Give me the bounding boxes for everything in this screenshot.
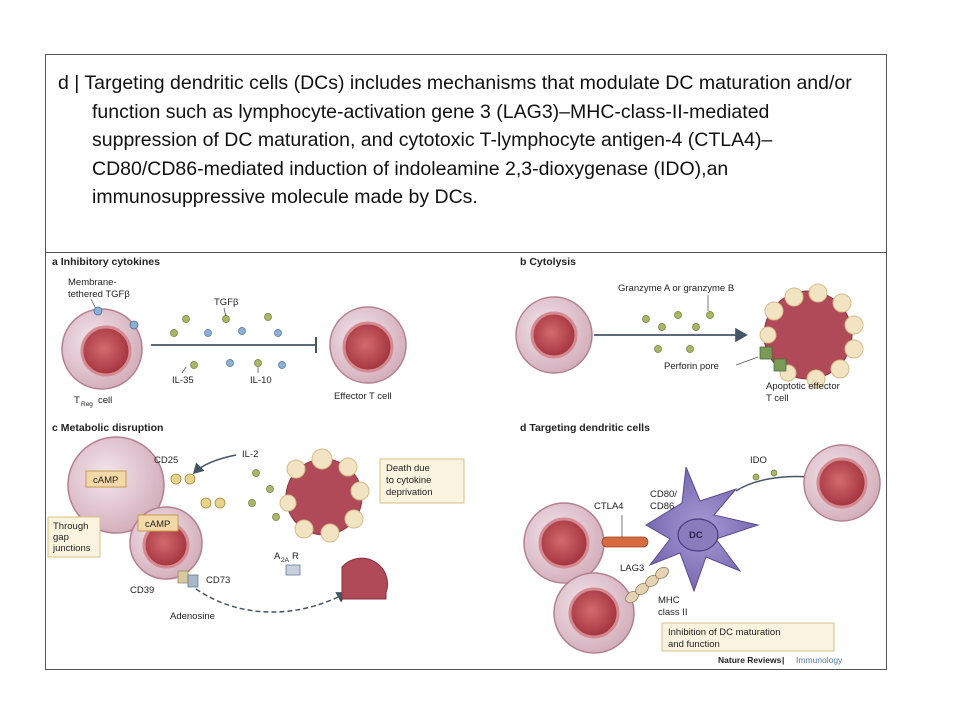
effector-cell-d [803, 444, 881, 522]
lag3-mhc [625, 566, 669, 604]
panel-d: d Targeting dendritic cells IDO DC [520, 422, 881, 654]
effector-label: Effector T cell [334, 391, 392, 402]
death-label-2: to cytokine [386, 475, 431, 486]
treg-subscript: Reg [81, 401, 93, 408]
effector-cell-c [285, 557, 389, 600]
dendritic-cell [645, 466, 760, 593]
effector-t-cell [329, 306, 407, 384]
inhibition-label-2: and function [668, 639, 720, 650]
panel-c: c Metabolic disruption cAMP cAMP CD25 [47, 422, 465, 622]
mhc-label-1: MHC [658, 595, 680, 606]
panel-a-title: a Inhibitory cytokines [52, 256, 160, 268]
il35-label: IL-35 [172, 375, 194, 386]
il2-dots [248, 469, 280, 521]
cd39-label: CD39 [130, 585, 154, 596]
cd80-label-1: CD80/ [650, 489, 677, 500]
footer-credit: Nature Reviews | Immunology [718, 655, 843, 665]
figure-panel: a Inhibitory cytokines Membrane- tethere… [46, 253, 886, 669]
footer-journal: Nature Reviews [718, 655, 782, 665]
through-label-3: junctions [52, 543, 91, 554]
panel-c-title: c Metabolic disruption [52, 422, 163, 434]
granzyme-label: Granzyme A or granzyme B [618, 283, 734, 294]
camp-label-1: cAMP [93, 475, 118, 486]
treg-cell-b [515, 296, 593, 374]
through-label-2: gap [53, 532, 69, 543]
footer-separator: | [782, 655, 784, 665]
lag3-label: LAG3 [620, 563, 644, 574]
perforin-label: Perforin pore [664, 361, 719, 372]
death-label-3: deprivation [386, 487, 432, 498]
camp-label-2: cAMP [145, 519, 170, 530]
death-box [379, 458, 465, 504]
a2ar-r-label: R [292, 551, 299, 562]
a2ar-subscript: 2A [281, 557, 290, 564]
mechanisms-diagram: a Inhibitory cytokines Membrane- tethere… [46, 256, 886, 665]
tgfb-dot [93, 306, 103, 316]
adenosine-path [195, 588, 348, 613]
treg-cell-d-top [523, 502, 605, 584]
cd25-label: CD25 [154, 455, 178, 466]
cd73-label: CD73 [206, 575, 230, 586]
inhibition-box [661, 622, 835, 652]
panel-b: b Cytolysis Granzyme A or granzyme B [515, 256, 864, 404]
ido-label: IDO [750, 455, 767, 466]
death-label-1: Death due [386, 463, 430, 474]
dying-cell-c [279, 448, 370, 543]
granzyme-dots [642, 311, 714, 353]
panel-a: a Inhibitory cytokines Membrane- tethere… [52, 256, 407, 408]
dc-label: DC [689, 530, 703, 541]
cd25-receptors [170, 473, 226, 509]
gap-junction-box [47, 516, 101, 558]
caption-text: d | Targeting dendritic cells (DCs) incl… [58, 72, 852, 208]
camp-box-2 [137, 514, 179, 532]
through-label-1: Through [53, 521, 88, 532]
il10-label: IL-10 [250, 375, 272, 386]
il2-label: IL-2 [242, 449, 258, 460]
treg-cell-label: cell [98, 395, 112, 406]
treg-cell [61, 306, 143, 390]
cd39-cd73 [177, 570, 199, 588]
ctla4-receptor [601, 536, 649, 548]
treg-cell-d-bottom [553, 572, 635, 654]
apoptotic-label-2: T cell [766, 393, 789, 404]
cd80-label-2: CD86 [650, 501, 674, 512]
slide-frame: d | Targeting dendritic cells (DCs) incl… [45, 54, 887, 670]
adenosine-label: Adenosine [170, 611, 215, 622]
a2ar-label: A [274, 551, 281, 562]
ctla4-label: CTLA4 [594, 501, 624, 512]
apoptotic-cell-b [759, 283, 864, 389]
caption-box: d | Targeting dendritic cells (DCs) incl… [46, 55, 886, 253]
camp-box-1 [85, 470, 127, 488]
inhibition-label-1: Inhibition of DC maturation [668, 627, 780, 638]
tgfb-label: TGFβ [214, 297, 239, 308]
panel-d-title: d Targeting dendritic cells [520, 422, 650, 434]
mhc-label-2: class II [658, 607, 688, 618]
treg-label: T [74, 395, 80, 406]
apoptotic-label: Apoptotic effector [766, 381, 840, 392]
membrane-tgfb-label-2: tethered TGFβ [68, 289, 130, 300]
ido-inhibition [735, 475, 809, 492]
membrane-tgfb-label: Membrane- [68, 277, 117, 288]
panel-b-title: b Cytolysis [520, 256, 576, 268]
footer-section: Immunology [796, 655, 843, 665]
cytokine-dots [170, 313, 286, 369]
